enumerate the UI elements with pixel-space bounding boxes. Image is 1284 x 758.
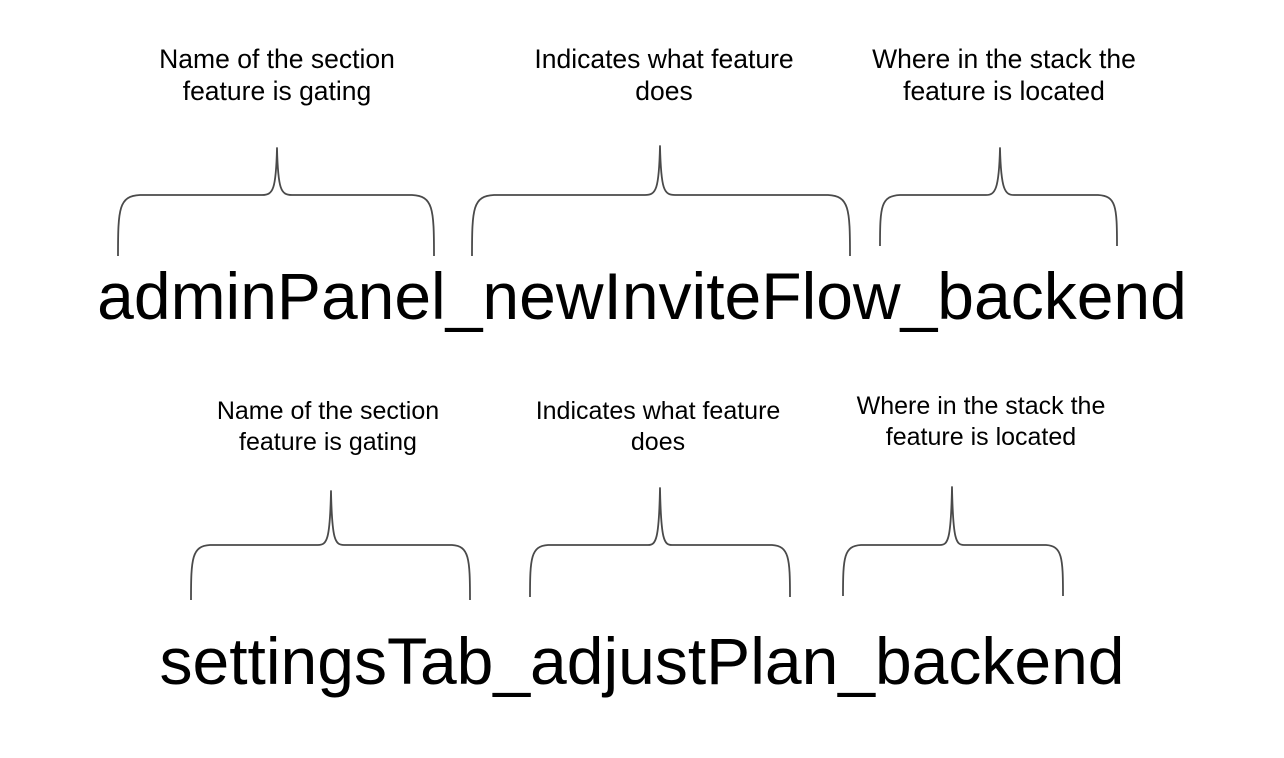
annotation-caption-feature-action-1: Indicates what feature does	[534, 44, 794, 107]
curly-brace-feature-action-2	[529, 487, 791, 598]
feature-flag-name-1: adminPanel_newInviteFlow_backend	[97, 259, 1187, 333]
annotation-caption-feature-action-2: Indicates what feature does	[535, 397, 781, 456]
curly-brace-feature-action-1	[471, 145, 851, 257]
annotation-caption-section-name-1: Name of the section feature is gating	[159, 44, 395, 107]
annotation-caption-section-name-2: Name of the section feature is gating	[216, 397, 440, 456]
curly-brace-stack-location-1	[879, 147, 1118, 247]
curly-brace-stack-location-2	[842, 486, 1064, 597]
annotation-caption-stack-location-2: Where in the stack the feature is locate…	[856, 392, 1106, 451]
curly-brace-section-name-2	[190, 490, 471, 601]
annotation-caption-stack-location-1: Where in the stack the feature is locate…	[872, 44, 1136, 107]
feature-flag-name-2: settingsTab_adjustPlan_backend	[159, 624, 1125, 698]
curly-brace-section-name-1	[117, 147, 435, 257]
